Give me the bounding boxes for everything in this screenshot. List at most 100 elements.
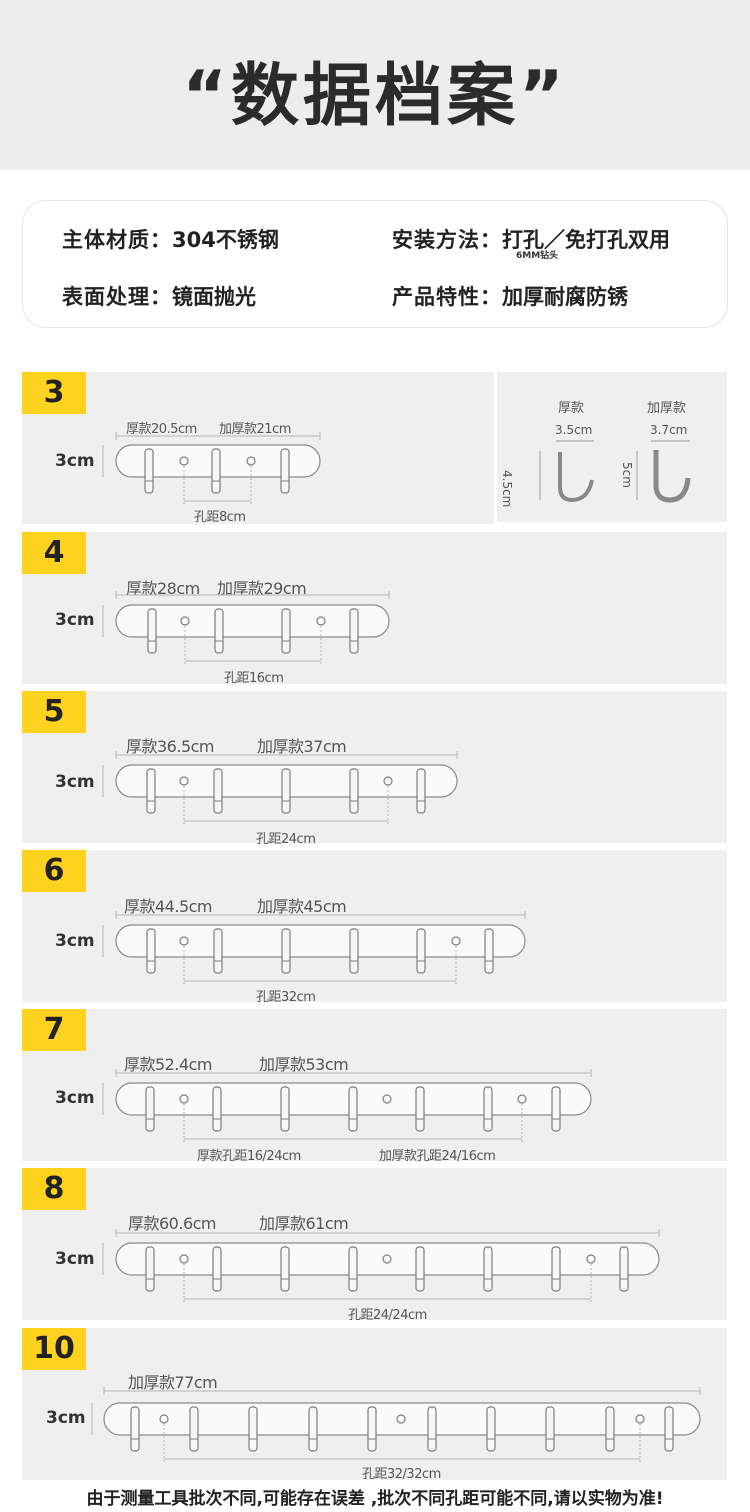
- row10-height: 3cm: [46, 1408, 86, 1428]
- row7-height: 3cm: [55, 1088, 95, 1108]
- row-10-screw-hole-3: [635, 1414, 645, 1424]
- row-10-hook-9: [605, 1406, 615, 1452]
- spec-surface-label: 表面处理：: [62, 285, 172, 309]
- row-5-hook-4: [349, 768, 359, 814]
- row-10-hook-10: [664, 1406, 674, 1452]
- row-10-hook-8: [545, 1406, 555, 1452]
- row-10-hook-7: [486, 1406, 496, 1452]
- hook-type-thick-label: 厚款: [558, 401, 585, 416]
- spec-install-value: 打孔／免打孔双用: [502, 228, 670, 252]
- row-3-screw-hole-1: [179, 456, 189, 466]
- row5-thicker-length: 加厚款37cm: [257, 737, 347, 756]
- row-3-hook-3: [280, 448, 290, 494]
- row-8-hook-7: [551, 1246, 561, 1292]
- row-7-hook-3: [280, 1086, 290, 1132]
- row7-thick-hole-spacing: 厚款孔距16/24cm: [197, 1149, 301, 1164]
- thick-hook-shape: [558, 452, 594, 503]
- spec-card: [22, 200, 728, 328]
- row-6-screw-hole-1: [179, 936, 189, 946]
- spec-material-value: 304不锈钢: [172, 228, 279, 252]
- row-6-hook-2: [213, 928, 223, 974]
- row-6-screw-hole-2: [451, 936, 461, 946]
- row-6-hook-5: [416, 928, 426, 974]
- row-8-hook-1: [145, 1246, 155, 1292]
- count-badge-8: 8: [22, 1168, 86, 1210]
- row8-hole-spacing: 孔距24/24cm: [348, 1308, 427, 1323]
- row-5-screw-hole-2: [383, 776, 393, 786]
- row7-thicker-hole-spacing: 加厚款孔距24/16cm: [379, 1149, 496, 1164]
- row-7-hook-1: [145, 1086, 155, 1132]
- row-5-hook-5: [416, 768, 426, 814]
- row-8-hook-4: [348, 1246, 358, 1292]
- row-5-screw-hole-1: [179, 776, 189, 786]
- row7-thicker-length: 加厚款53cm: [259, 1055, 349, 1074]
- count-badge-10: 10: [22, 1328, 86, 1370]
- row-7-hook-7: [551, 1086, 561, 1132]
- row-7-screw-hole-3: [517, 1094, 527, 1104]
- row-5-hook-1: [146, 768, 156, 814]
- row-4-hook-4: [349, 608, 359, 654]
- count-badge-6: 6: [22, 850, 86, 892]
- row-4-screw-hole-2: [316, 616, 326, 626]
- row4-height: 3cm: [55, 610, 95, 630]
- spec-feature-value: 加厚耐腐防锈: [502, 285, 628, 309]
- spec-material-label: 主体材质：: [62, 228, 172, 252]
- spec-material: 主体材质：304不锈钢: [62, 224, 279, 254]
- row-6-hook-4: [349, 928, 359, 974]
- spec-surface-value: 镜面抛光: [172, 285, 256, 309]
- row3-hole-spacing: 孔距8cm: [194, 510, 246, 525]
- row-10-hook-1: [130, 1406, 140, 1452]
- row-10-hook-3: [248, 1406, 258, 1452]
- disclaimer-note: 由于测量工具批次不同,可能存在误差 ,批次不同孔距可能不同,请以实物为准!: [86, 1489, 664, 1509]
- row-6-hook-6: [484, 928, 494, 974]
- row6-hole-spacing: 孔距32cm: [256, 990, 316, 1005]
- row-4-rack-bar: [115, 604, 390, 638]
- count-badge-5: 5: [22, 691, 86, 733]
- row-7-hook-6: [483, 1086, 493, 1132]
- row6-height: 3cm: [55, 931, 95, 951]
- spec-install-label: 安装方法：: [392, 228, 502, 252]
- row-3-hook-1: [144, 448, 154, 494]
- row10-hole-spacing: 孔距32/32cm: [362, 1467, 441, 1482]
- row8-thick-length: 厚款60.6cm: [128, 1214, 217, 1233]
- spec-install: 安装方法：打孔／免打孔双用: [392, 224, 670, 254]
- row-8-screw-hole-2: [382, 1254, 392, 1264]
- row-3-screw-hole-2: [246, 456, 256, 466]
- row-7-hook-2: [212, 1086, 222, 1132]
- row-7-hook-5: [415, 1086, 425, 1132]
- row5-height: 3cm: [55, 772, 95, 792]
- row-10-screw-hole-1: [159, 1414, 169, 1424]
- spec-feature: 产品特性：加厚耐腐防锈: [392, 281, 628, 311]
- count-badge-7: 7: [22, 1009, 86, 1051]
- row5-hole-spacing: 孔距24cm: [256, 832, 316, 847]
- row-3-hook-2: [211, 448, 221, 494]
- row-8-screw-hole-3: [586, 1254, 596, 1264]
- row-4-hook-1: [147, 608, 157, 654]
- spec-surface: 表面处理：镜面抛光: [62, 281, 256, 311]
- row-10-hook-5: [367, 1406, 377, 1452]
- thicker-hook-shape: [653, 450, 691, 503]
- row4-thick-length: 厚款28cm: [126, 579, 200, 598]
- hook-type-panel: [497, 372, 727, 522]
- row4-hole-spacing: 孔距16cm: [224, 671, 284, 686]
- hook-thick-width: 3.5cm: [555, 423, 593, 437]
- row-10-hook-4: [308, 1406, 318, 1452]
- hook-type-thicker-label: 加厚款: [647, 401, 687, 416]
- row5-thick-length: 厚款36.5cm: [126, 737, 215, 756]
- row-8-screw-hole-1: [179, 1254, 189, 1264]
- row-7-hook-4: [348, 1086, 358, 1132]
- row-6-rack-bar: [115, 924, 526, 958]
- row8-height: 3cm: [55, 1249, 95, 1269]
- row-4-screw-hole-1: [180, 616, 190, 626]
- row-5-hook-3: [281, 768, 291, 814]
- row-10-hook-2: [189, 1406, 199, 1452]
- row10-thicker-length: 加厚款77cm: [128, 1373, 218, 1392]
- row6-thick-length: 厚款44.5cm: [124, 897, 213, 916]
- row-6-hook-3: [281, 928, 291, 974]
- row-8-hook-3: [280, 1246, 290, 1292]
- count-badge-3: 3: [22, 372, 86, 414]
- count-badge-4: 4: [22, 532, 86, 574]
- row8-thicker-length: 加厚款61cm: [259, 1214, 349, 1233]
- row-8-hook-2: [212, 1246, 222, 1292]
